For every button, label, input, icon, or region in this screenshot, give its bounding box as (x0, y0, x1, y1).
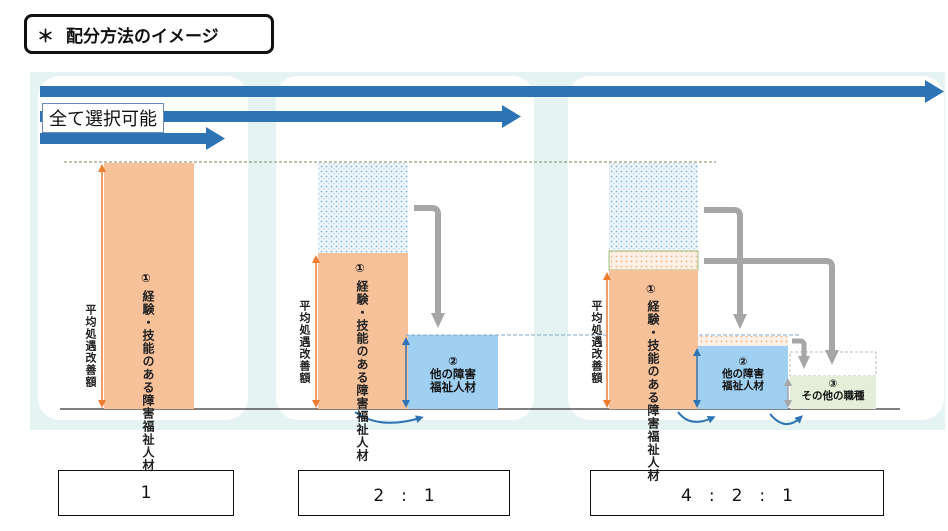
bar-experienced-3 (609, 270, 698, 409)
bar-transferred-3b (608, 250, 699, 271)
range-arrow-medium (40, 105, 521, 128)
range-arrow-short (40, 127, 225, 150)
transfer-arrow-2 (414, 205, 441, 315)
comparison-arrow-3a (677, 411, 716, 424)
bar-label-experienced-2: 経験・技能のある障害福祉人材 (355, 280, 369, 462)
page-title: 配分方法のイメージ (66, 26, 219, 47)
title-box: ＊ 配分方法のイメージ (24, 14, 274, 54)
transfer-arrow-3c (792, 338, 807, 358)
bar-label-other-num-2: ② (448, 354, 458, 368)
bar-label-other-line2-3: 福祉人材 (722, 380, 764, 393)
ratio-box-2: 2 : 1 (298, 470, 510, 516)
avg-improvement-label-1: 平均処遇改善額 (84, 304, 97, 388)
bar-label-other-line2-2: 福祉人材 (430, 380, 476, 395)
bar-label-experienced-1: 経験・技能のある障害福祉人材 (141, 290, 155, 472)
bar-other-2 (408, 335, 498, 409)
transfer-arrow-3a (704, 207, 743, 316)
bar-label-num-2: ① (355, 261, 365, 275)
bar-label-misc-3: ③ その他の職種 (790, 378, 876, 402)
bar-label-misc-num: ③ (828, 378, 838, 390)
ratio-box-3: 4 : 2 : 1 (590, 470, 884, 516)
bar-misc-3 (790, 376, 876, 409)
ratio-box-1: 1 (58, 470, 234, 516)
bar-label-other-line1-2: 他の障害 (430, 367, 476, 382)
bar-label-other-num-3: ② (738, 356, 748, 368)
bar-label-misc-text: その他の職種 (801, 390, 865, 403)
bar-other-3 (698, 346, 788, 409)
bar-experienced-2 (318, 253, 408, 409)
bar-label-other-line1-3: 他の障害 (722, 368, 764, 381)
bar-transferred-3a (609, 163, 698, 251)
bar-label-experienced-3: 経験・技能のある障害福祉人材 (646, 300, 660, 482)
selection-label: 全て選択可能 (42, 103, 164, 133)
bar-label-other-2: ② 他の障害 福祉人材 (408, 354, 498, 395)
comparison-arrow-3b (769, 413, 803, 425)
bar-label-num-3: ① (646, 282, 656, 296)
bar-experienced-1 (104, 163, 194, 409)
bar-label-num-1: ① (141, 271, 151, 285)
bar-transferred-2 (318, 163, 408, 253)
avg-improvement-label-3: 平均処遇改善額 (590, 300, 603, 384)
avg-improvement-label-2: 平均処遇改善額 (298, 300, 311, 384)
transfer-arrow-3b (704, 258, 835, 352)
asterisk-icon: ＊ (37, 26, 54, 47)
bar-label-other-3: ② 他の障害 福祉人材 (698, 356, 788, 392)
comparison-arrow-2 (354, 411, 424, 424)
bar-transferred-other-3 (698, 336, 788, 346)
range-arrow-long (40, 80, 944, 103)
